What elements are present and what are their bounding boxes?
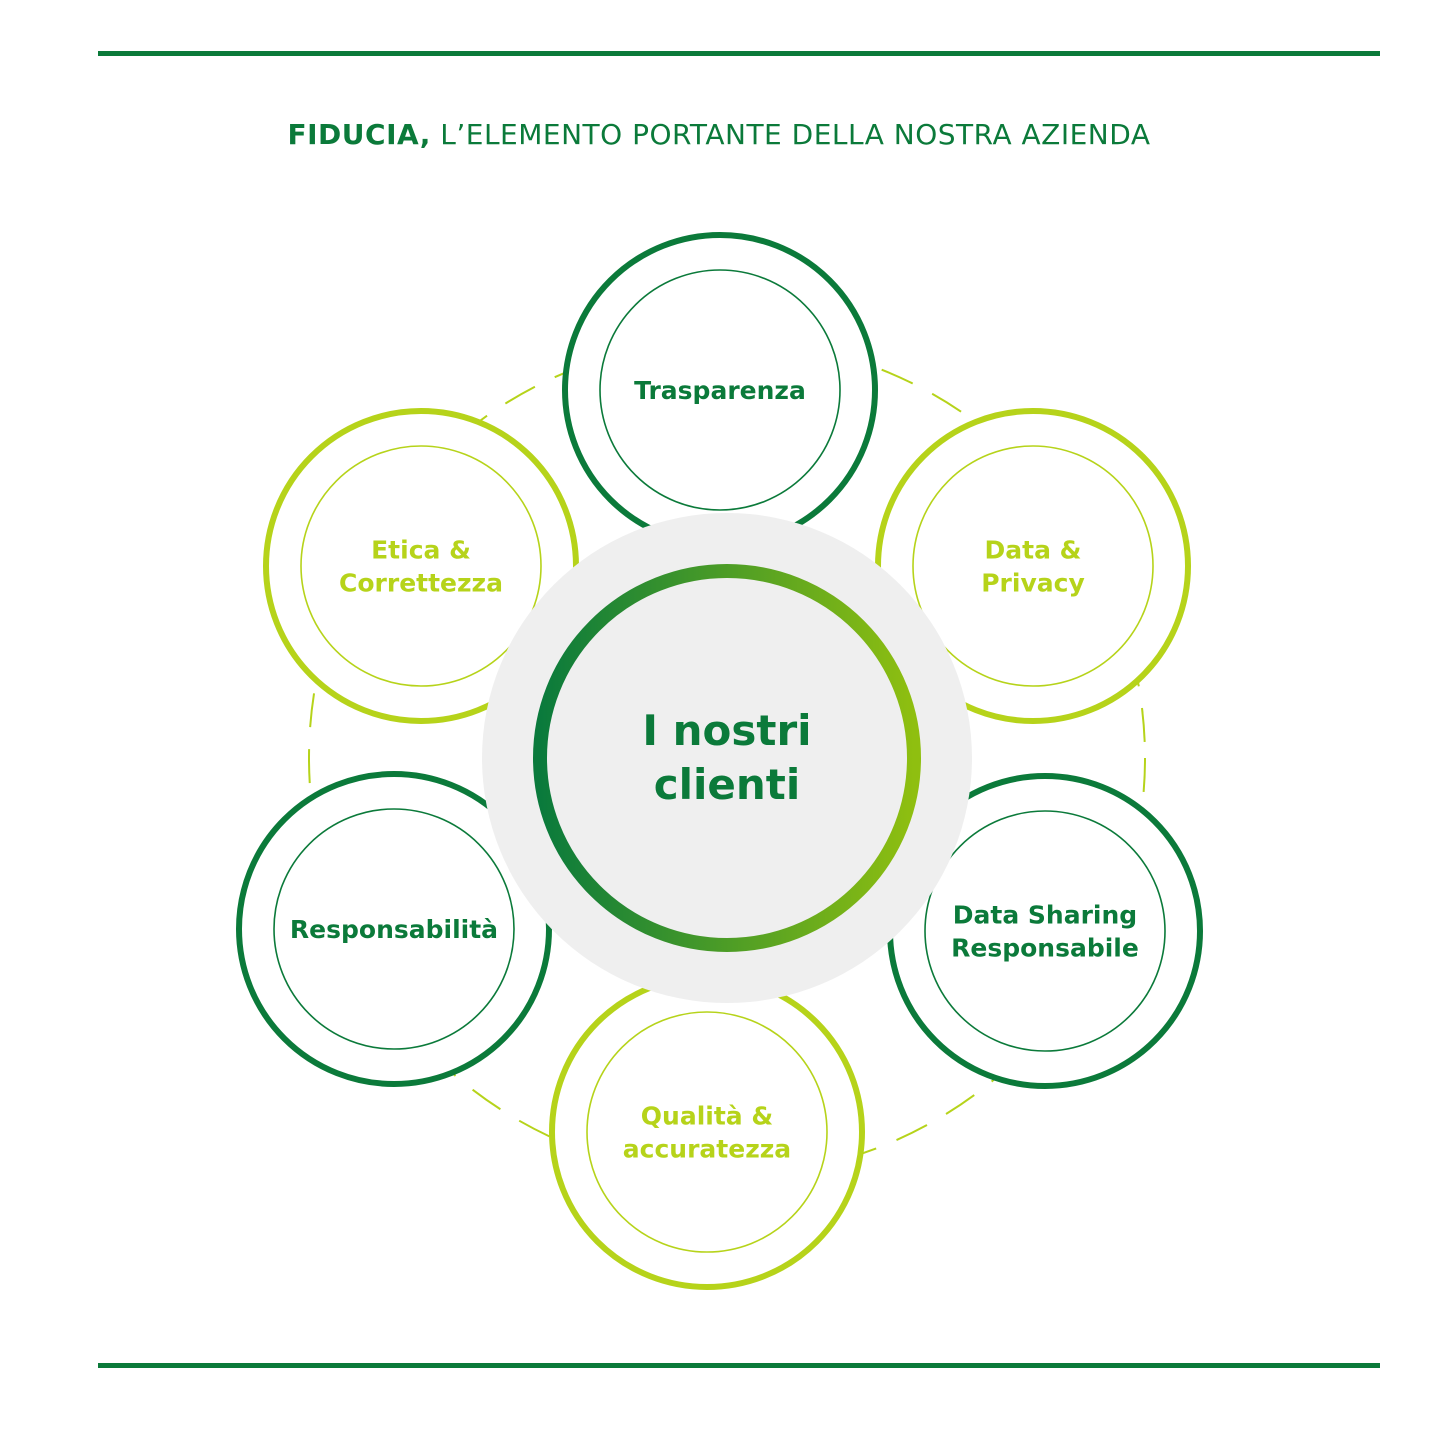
node-label: Trasparenza: [634, 376, 806, 405]
node-label: Responsabile: [951, 934, 1139, 963]
node-inner-ring: [599, 269, 841, 511]
page-title: FIDUCIA, L’ELEMENTO PORTANTE DELLA NOSTR…: [0, 118, 1438, 151]
center-label: I nostri: [642, 706, 811, 755]
title-emphasis: FIDUCIA,: [287, 118, 431, 151]
node-label: Responsabilità: [290, 915, 498, 944]
node-trasparenza: Trasparenza: [562, 232, 878, 548]
center-hub: I nostri clienti: [482, 513, 972, 1003]
node-label: Data &: [985, 536, 1082, 565]
node-inner-ring: [586, 1011, 828, 1253]
center-gradient-ring: [533, 564, 921, 952]
node-label: Data Sharing: [953, 901, 1137, 930]
top-divider: [98, 51, 1380, 56]
node-inner-ring: [273, 808, 515, 1050]
center-label: clienti: [654, 760, 801, 809]
node-inner-ring: [300, 445, 542, 687]
node-label: Correttezza: [339, 569, 503, 598]
title-text: L’ELEMENTO PORTANTE DELLA NOSTRA AZIENDA: [440, 118, 1151, 151]
node-qualita: Qualità & accuratezza: [549, 974, 865, 1290]
node-label: Privacy: [981, 569, 1085, 598]
bottom-divider: [98, 1363, 1380, 1368]
node-etica: Etica & Correttezza: [263, 408, 579, 724]
node-responsabilita: Responsabilità: [236, 771, 552, 1087]
node-inner-ring: [924, 810, 1166, 1052]
node-label: accuratezza: [623, 1135, 791, 1164]
node-label: Qualità &: [641, 1102, 773, 1131]
node-inner-ring: [912, 445, 1154, 687]
node-data-privacy: Data & Privacy: [875, 408, 1191, 724]
node-label: Etica &: [371, 536, 471, 565]
